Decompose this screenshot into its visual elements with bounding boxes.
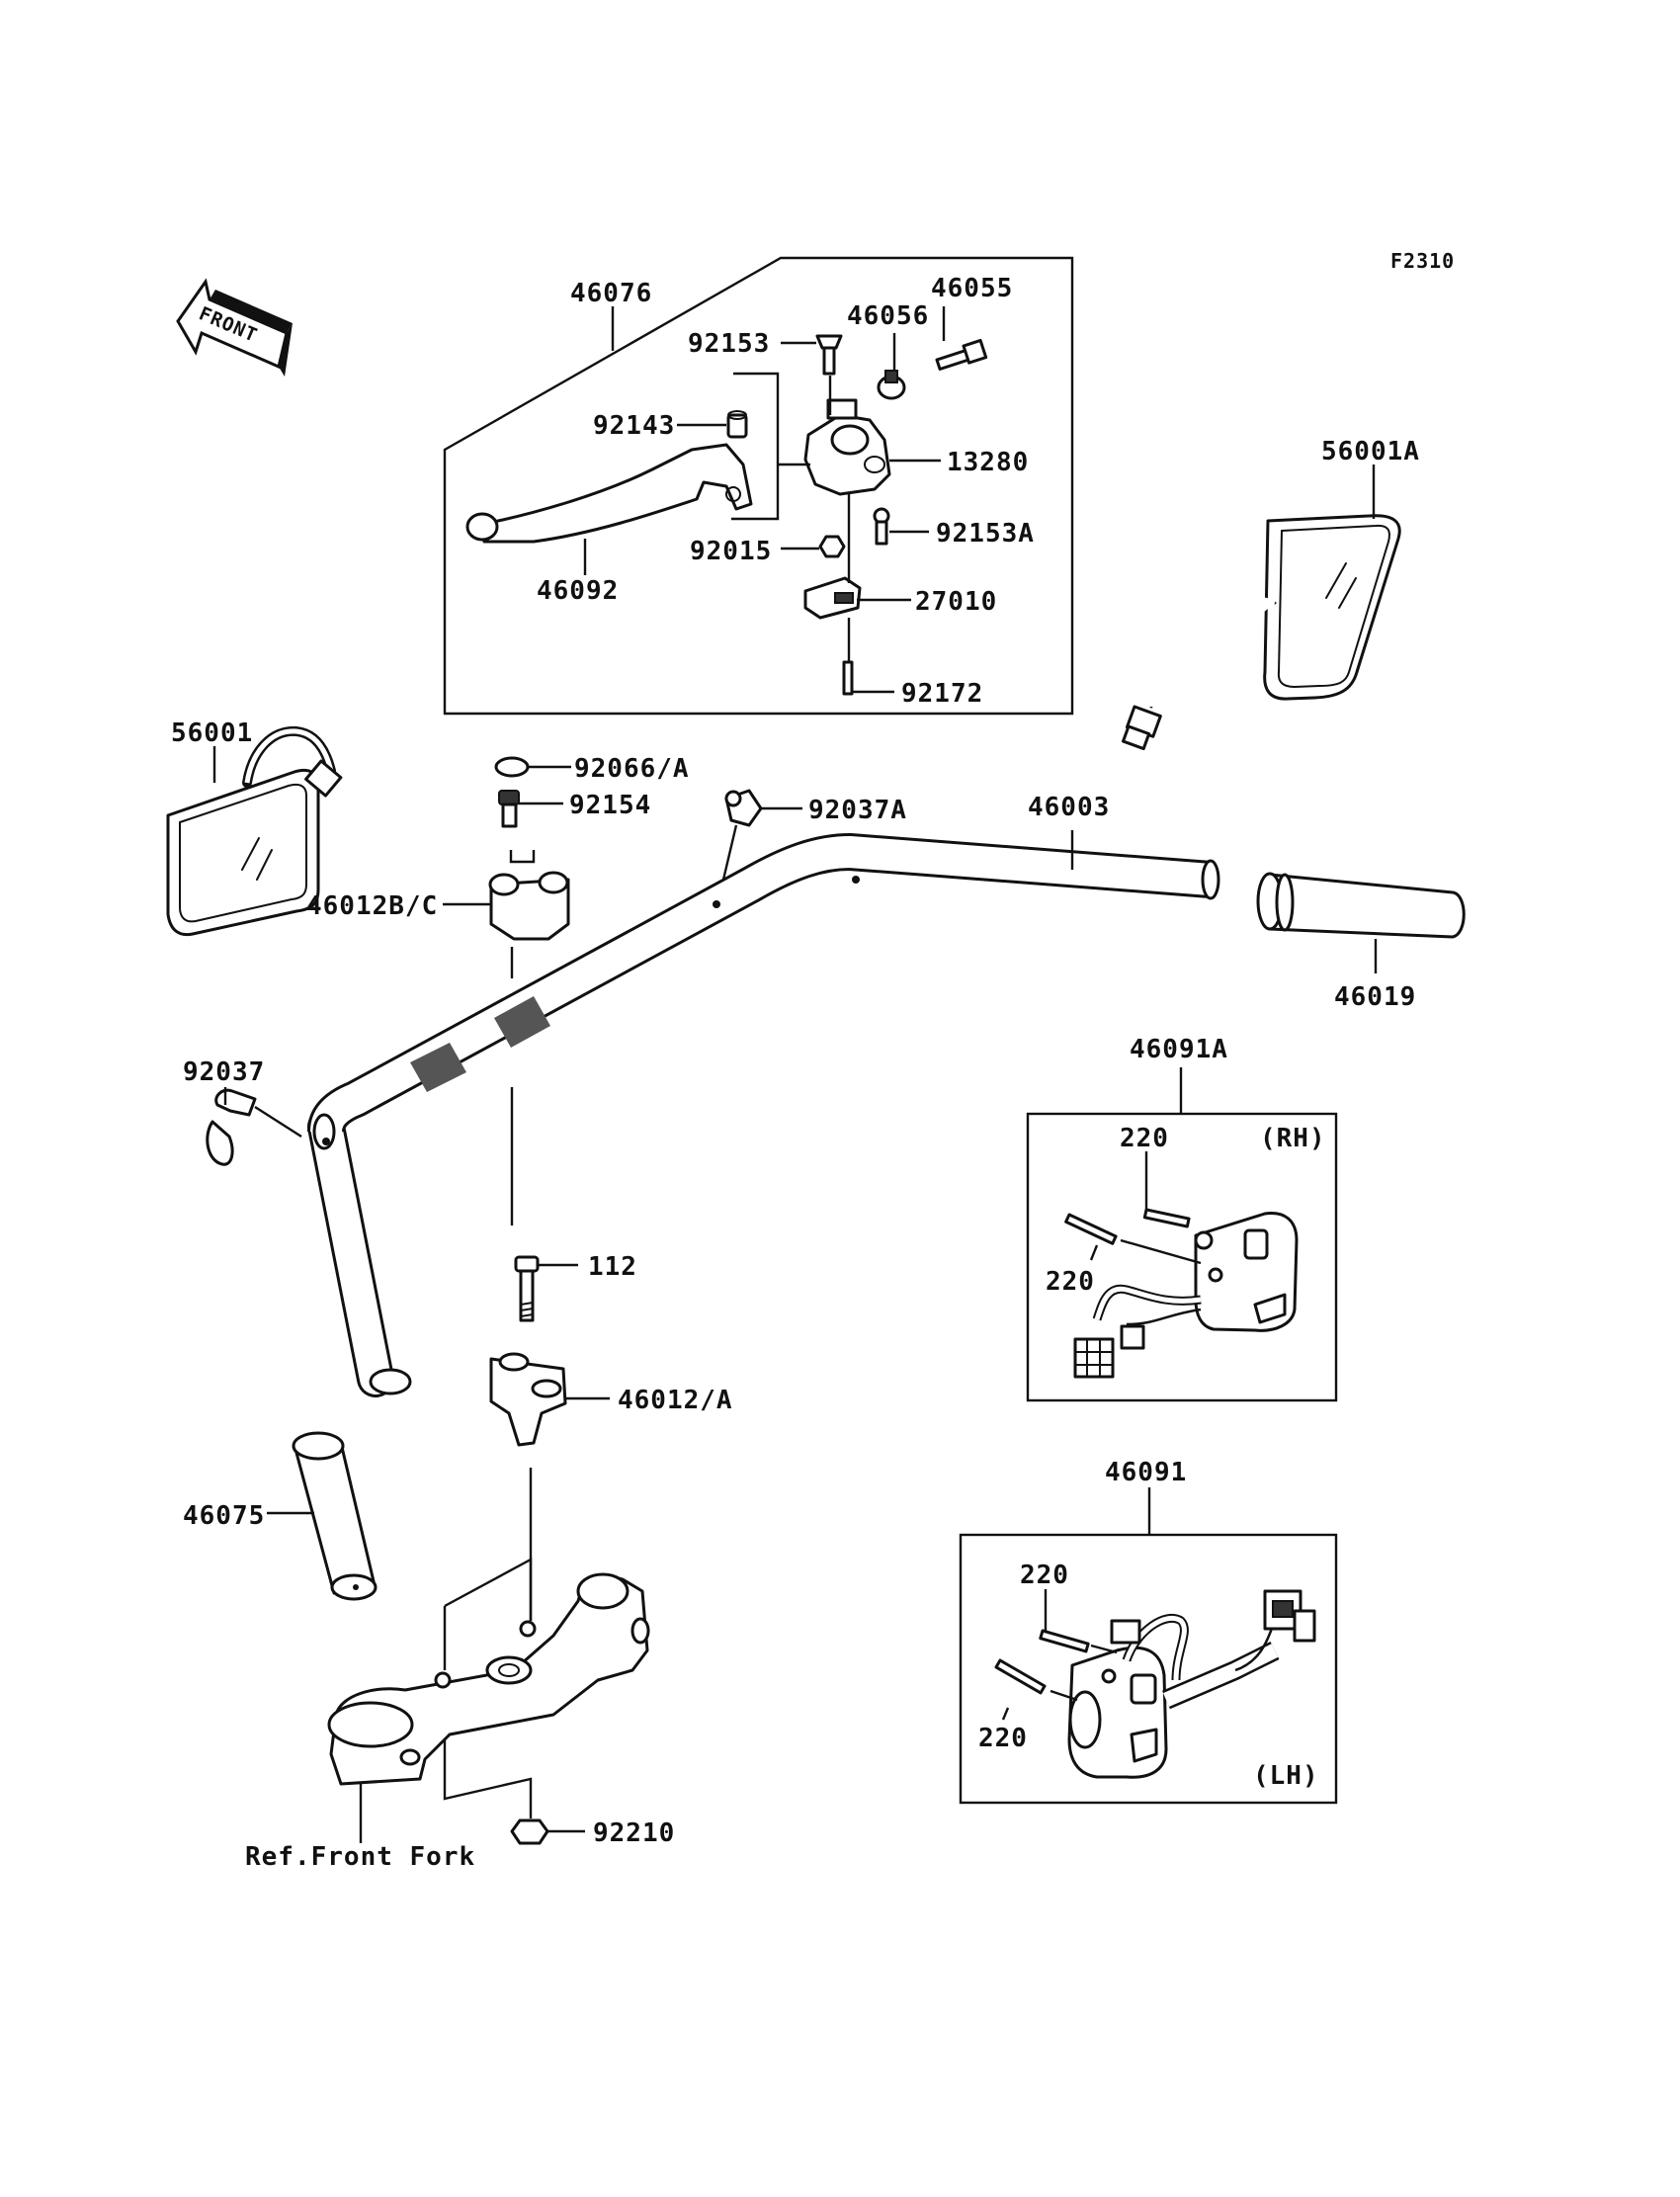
label-46003: 46003 (1028, 793, 1110, 822)
label-92037A: 92037A (808, 796, 907, 825)
label-92143: 92143 (593, 411, 675, 441)
label-46055: 46055 (931, 274, 1013, 303)
label-56001: 56001 (171, 718, 253, 748)
label-ref-front-fork: Ref.Front Fork (245, 1842, 475, 1872)
lower-holder (489, 1352, 567, 1447)
label-112: 112 (588, 1252, 637, 1282)
label-46019: 46019 (1334, 982, 1416, 1012)
label-92154: 92154 (569, 791, 651, 820)
switch-right-screw-lower (1064, 1213, 1118, 1245)
switch-left-screw-upper (1039, 1629, 1090, 1653)
switch-right-screw-upper (1142, 1208, 1191, 1228)
handlebar (307, 833, 1220, 1397)
grip-right (1256, 872, 1466, 939)
label-46092: 46092 (537, 576, 619, 606)
holder-cap (494, 756, 530, 778)
label-46075: 46075 (183, 1501, 265, 1531)
label-46076: 46076 (570, 279, 652, 308)
label-220-lh-lower: 220 (978, 1724, 1028, 1753)
upper-holder (488, 871, 570, 941)
label-27010: 27010 (915, 587, 997, 617)
label-46091: 46091 (1105, 1458, 1187, 1487)
label-92015: 92015 (690, 537, 772, 566)
label-220-lh-upper: 220 (1020, 1561, 1069, 1590)
label-46012b-c: 46012B/C (306, 891, 438, 921)
stem-nut (510, 1818, 549, 1845)
lever-bush (726, 410, 748, 439)
label-92153A: 92153A (936, 519, 1035, 549)
switch-screw (842, 660, 854, 696)
clutch-lever (465, 443, 753, 544)
leader-lines (212, 306, 1378, 1833)
clutch-switch (803, 576, 862, 620)
front-direction-arrow-icon: FRONT (176, 278, 293, 377)
lever-holder (803, 398, 891, 496)
switch-left-screw-lower (994, 1658, 1047, 1695)
mirror-left (166, 725, 343, 937)
adjuster-bolt (935, 338, 988, 372)
holder-bolt (514, 1255, 540, 1322)
bar-end-clip-left (206, 1088, 302, 1166)
grip-left (292, 1431, 378, 1601)
label-92210: 92210 (593, 1818, 675, 1848)
switch-right-wiring (1073, 1284, 1202, 1379)
label-46012-a: 46012/A (618, 1386, 733, 1415)
label-220-rh-lower: 220 (1046, 1267, 1095, 1297)
label-46091A: 46091A (1130, 1035, 1228, 1064)
switch-left-wiring (1110, 1589, 1316, 1710)
steering-stem-bracket (327, 1572, 650, 1786)
label-92172: 92172 (901, 679, 983, 709)
label-220-rh-upper: 220 (1120, 1124, 1169, 1153)
adjuster-knob (877, 370, 906, 400)
label-56001A: 56001A (1321, 437, 1420, 466)
label-46056: 46056 (847, 301, 929, 331)
switch-housing-right (1194, 1211, 1299, 1332)
label-92066-a: 92066/A (574, 754, 690, 784)
label-rh: (RH) (1260, 1124, 1326, 1153)
holder-screw (873, 507, 890, 546)
upper-holder-bolt (498, 790, 520, 828)
label-92037: 92037 (183, 1057, 265, 1087)
bar-end-clip-right (721, 789, 763, 881)
label-13280: 13280 (947, 448, 1029, 477)
label-lh: (LH) (1253, 1761, 1319, 1791)
pivot-bolt (815, 334, 843, 376)
pivot-nut (818, 535, 846, 558)
lever-assembly-frame (443, 256, 1074, 716)
switch-housing-left (1067, 1646, 1168, 1779)
figure-code: F2310 (1390, 249, 1455, 273)
label-92153: 92153 (688, 329, 770, 359)
mirror-right (1122, 514, 1401, 751)
